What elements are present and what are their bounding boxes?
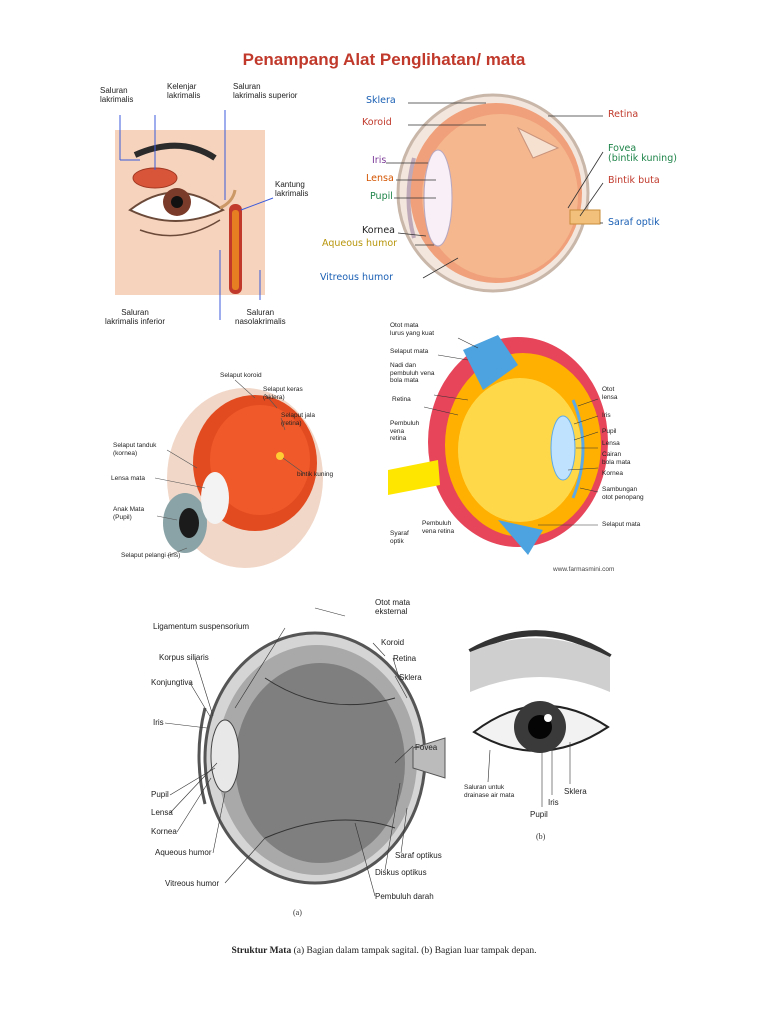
caption-title: Struktur Mata: [231, 946, 292, 956]
label-iris: Iris: [153, 718, 164, 727]
sagittal-illustration: [164, 607, 446, 897]
figure-eye-cross-section-color: Sklera Koroid Iris Lensa Pupil Kornea Aq…: [318, 88, 678, 303]
label-bintik-buta: Bintik buta: [608, 175, 660, 186]
label-aqueous-humor: Aqueous humor: [322, 238, 398, 249]
figure-eye-sagittal-gray: Otot mata eksternal Ligamentum suspensor…: [145, 598, 455, 918]
label-selaput-keras: Selaput keras (sklera): [263, 386, 303, 401]
label-koroid: Koroid: [362, 117, 392, 128]
label-nadi-vena: Nadi dan pembuluh vena bola mata: [390, 362, 435, 384]
label-retina: Retina: [392, 396, 411, 403]
label-pupil: Pupil: [602, 428, 617, 435]
label-kelenjar-lakrimalis: Kelenjar lakrimalis: [167, 82, 201, 100]
label-saluran-superior: Saluran lakrimalis superior: [233, 82, 298, 100]
label-lensa-mata: Lensa mata: [111, 475, 145, 482]
front-eye-illustration: [468, 630, 612, 807]
label-lensa: Lensa: [602, 440, 620, 447]
label-sambungan-otot: Sambungan otot penopang: [602, 486, 644, 501]
label-pupil: Pupil: [370, 191, 393, 202]
label-lensa: Lensa: [151, 808, 173, 817]
label-iris: Iris: [372, 155, 387, 166]
label-cairan-bola-mata: Cairan bola mata: [602, 451, 631, 466]
label-pembuluh-darah: Pembuluh darah: [375, 892, 434, 901]
label-saraf-optikus: Saraf optikus: [395, 851, 442, 860]
label-koroid: Koroid: [381, 638, 405, 647]
label-vitreous-humor: Vitreous humor: [165, 879, 220, 888]
label-kornea: Kornea: [362, 225, 395, 236]
label-diskus-optikus: Diskus optikus: [375, 868, 427, 877]
label-sklera: Sklera: [564, 787, 587, 796]
label-fovea: Fovea: [415, 743, 438, 752]
label-iris: Iris: [602, 412, 611, 419]
label-vitreous-humor: Vitreous humor: [320, 272, 394, 283]
watermark-text: www.farmasmini.com: [553, 566, 615, 573]
label-iris: Iris: [548, 798, 559, 807]
figure-eye-cross-section-yellow: Otot mata lurus yang kuat Selaput mata N…: [388, 320, 668, 575]
label-saraf-optik: Saraf optik: [608, 217, 660, 228]
label-ligamentum: Ligamentum suspensorium: [153, 622, 250, 631]
label-lensa: Lensa: [366, 173, 394, 184]
label-konjungtiva: Konjungtiva: [151, 678, 193, 687]
label-sklera: Sklera: [366, 95, 396, 106]
label-otot-lensa: Otot lensa: [602, 386, 618, 401]
label-pupil: Pupil: [530, 810, 548, 819]
label-saluran-nasolakrimalis: Saluran nasolakrimalis: [235, 308, 286, 326]
label-saluran-lakrimalis: Saluran lakrimalis: [100, 86, 134, 104]
label-sklera: Sklera: [399, 673, 422, 682]
caption-text: (a) Bagian dalam tampak sagital. (b) Bag…: [293, 946, 537, 956]
label-selaput-mata-top: Selaput mata: [390, 348, 429, 355]
label-selaput-tanduk: Selaput tanduk (kornea): [113, 442, 157, 457]
eye-yellow-illustration: [388, 335, 608, 555]
figure-eye-front-view: Saluran untuk drainase air mata Pupil Ir…: [460, 612, 620, 847]
figure-lacrimal-apparatus: Saluran lakrimalis Kelenjar lakrimalis S…: [95, 80, 320, 340]
label-kornea: Kornea: [151, 827, 177, 836]
label-korpus-siliaris: Korpus siliaris: [159, 653, 209, 662]
label-selaput-mata-bottom: Selaput mata: [602, 521, 641, 528]
eyeball-cutaway-illustration: [154, 379, 323, 568]
label-retina: Retina: [393, 654, 417, 663]
figure-caption: Struktur Mata (a) Bagian dalam tampak sa…: [0, 946, 768, 956]
label-aqueous-humor: Aqueous humor: [155, 848, 212, 857]
figure-tag-a: (a): [293, 908, 302, 917]
page-title: Penampang Alat Penglihatan/ mata: [242, 50, 526, 69]
label-pembuluh-vena-retina: Pembuluh vena retina: [422, 520, 455, 535]
label-bintik-kuning: bintik kuning: [297, 471, 334, 478]
eye-section-illustration: [386, 93, 604, 293]
figure-tag-b: (b): [536, 832, 546, 841]
label-otot-mata: Otot mata lurus yang kuat: [390, 322, 435, 337]
label-syaraf-optik: Syaraf optik: [390, 530, 409, 545]
label-anak-mata: Anak Mata (Pupil): [113, 506, 145, 521]
figure-eyeball-cutaway: Selaput koroid Selaput keras (sklera) Se…: [105, 368, 355, 573]
label-kornea: Kornea: [602, 470, 623, 477]
label-selaput-pelangi: Selaput pelangi (iris): [121, 552, 181, 559]
label-fovea: Fovea (bintik kuning): [608, 143, 677, 164]
label-selaput-koroid: Selaput koroid: [220, 372, 262, 379]
lacrimal-illustration: [115, 110, 274, 320]
label-saluran-inferior: Saluran lakrimalis inferior: [105, 308, 166, 326]
label-kantung-lakrimalis: Kantung lakrimalis: [275, 180, 309, 198]
label-selaput-jala: Selaput jala (retina): [281, 412, 315, 427]
label-pembuluh-vena: Pembuluh vena retina: [390, 420, 420, 442]
label-saluran-drainase: Saluran untuk drainase air mata: [464, 784, 515, 799]
label-pupil: Pupil: [151, 790, 169, 799]
label-otot-mata-eksternal: Otot mata eksternal: [375, 598, 411, 616]
label-retina: Retina: [608, 109, 639, 120]
